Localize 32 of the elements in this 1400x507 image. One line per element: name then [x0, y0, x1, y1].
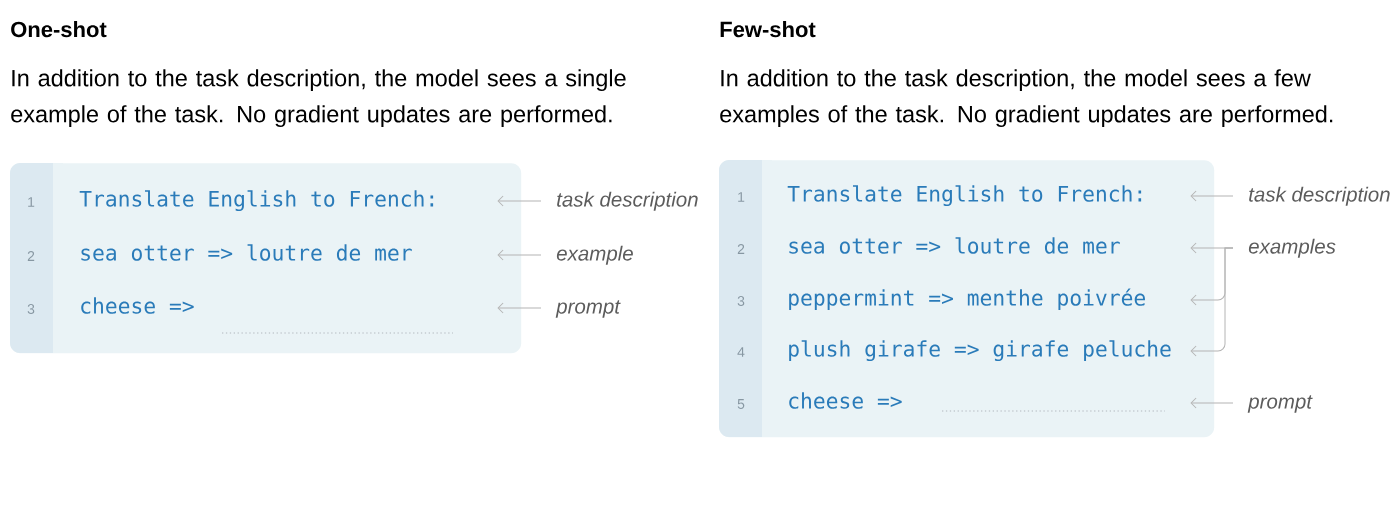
arrow: [497, 195, 542, 207]
arrow: [497, 302, 542, 314]
line-number: 1: [28, 197, 35, 207]
description-text: In addition to the task description, the model sees a single example of the task. No gradient updates are performed.: [11, 69, 626, 128]
description-text: In addition to the task description, the model sees a few examples of the task. No gradient updates are performed.: [720, 69, 1333, 128]
line-number: 2: [737, 244, 745, 254]
code-line: sea otter => loutre de mer: [789, 237, 1120, 254]
annotation-label: task description: [1249, 186, 1390, 206]
heading: Few-shot: [720, 21, 816, 38]
line-number: 1: [738, 192, 745, 202]
annotation-label: task description: [557, 191, 698, 211]
annotation-label: examples: [1248, 238, 1336, 258]
line-number: 3: [27, 304, 35, 314]
line-number: 4: [737, 347, 745, 357]
arrow: [1190, 397, 1234, 409]
line-number: 3: [737, 296, 745, 306]
code-line: peppermint => menthe poivrée: [789, 288, 1145, 310]
arrow: [1190, 247, 1234, 357]
line-number: 2: [27, 251, 35, 261]
code-line: cheese =>: [789, 392, 902, 409]
line-number: 5: [737, 399, 745, 409]
heading: One-shot: [11, 21, 107, 38]
code-line: sea otter => loutre de mer: [81, 244, 412, 261]
arrow: [1190, 190, 1234, 202]
code-line: Translate English to French:: [79, 190, 434, 212]
annotation-label: prompt: [555, 300, 621, 318]
arrow: [497, 249, 542, 261]
annotation-label: prompt: [1247, 395, 1313, 413]
annotation-label: example: [556, 245, 633, 265]
code-line: plush girafe => girafe peluche: [789, 340, 1171, 362]
code-line: Translate English to French:: [787, 185, 1142, 207]
code-line: cheese =>: [81, 297, 194, 314]
